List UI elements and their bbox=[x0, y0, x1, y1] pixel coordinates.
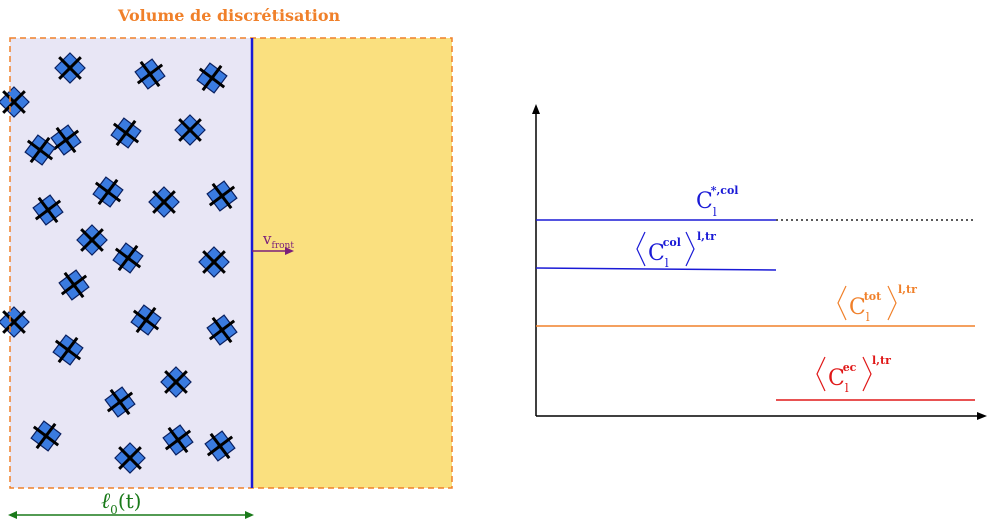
crystal-grain bbox=[0, 307, 29, 337]
crystal-grain bbox=[149, 187, 179, 217]
label-c-col-avg: Clcol l,tr bbox=[637, 230, 716, 270]
svg-text:Clcol: Clcol bbox=[648, 236, 681, 270]
svg-text:l,tr: l,tr bbox=[898, 283, 917, 296]
crystal-grain bbox=[199, 247, 229, 277]
svg-text:Clec: Clec bbox=[828, 361, 857, 395]
crystal-grain bbox=[115, 443, 145, 473]
label-c-ec-avg: Clec l,tr bbox=[817, 354, 891, 395]
length-label: ℓ0(t) bbox=[101, 489, 141, 517]
concentration-graph: Cl*,col Clcol l,tr Cltot l,tr Clec l,tr bbox=[532, 104, 987, 420]
crystal-grain bbox=[77, 225, 107, 255]
crystal-grain bbox=[175, 115, 205, 145]
x-axis-arrowhead bbox=[977, 412, 987, 420]
liquid-region bbox=[252, 38, 452, 488]
curve-c-col-avg bbox=[536, 268, 776, 270]
label-c-star-col: Cl*,col bbox=[696, 184, 738, 219]
label-c-tot-avg: Cltot l,tr bbox=[838, 283, 917, 324]
crystal-grain bbox=[0, 87, 29, 117]
svg-text:l,tr: l,tr bbox=[872, 354, 891, 367]
crystal-grain bbox=[55, 53, 85, 83]
svg-text:Cltot: Cltot bbox=[849, 290, 882, 324]
svg-text:l,tr: l,tr bbox=[697, 230, 716, 243]
y-axis-arrowhead bbox=[532, 104, 540, 114]
crystal-grain bbox=[161, 367, 191, 397]
